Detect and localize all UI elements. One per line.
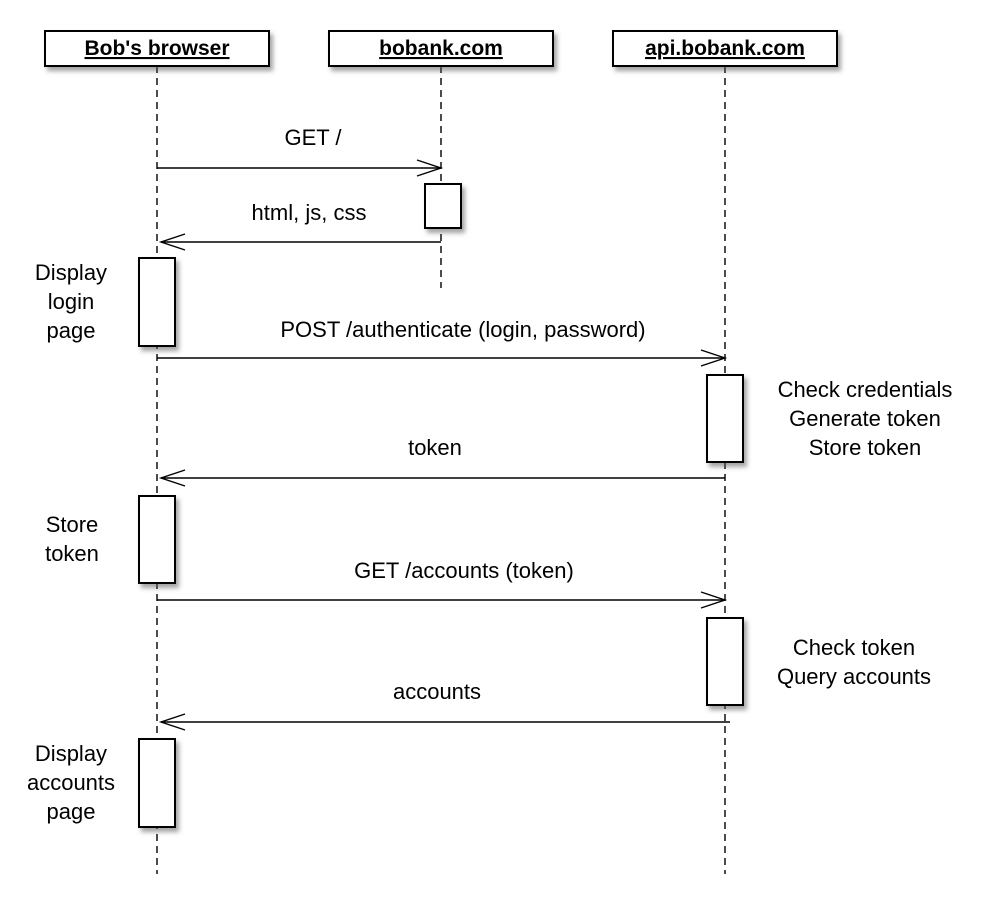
note-line: Display bbox=[35, 741, 107, 766]
message-get-accounts-label: GET /accounts (token) bbox=[354, 558, 574, 583]
note-line: Check credentials bbox=[778, 377, 953, 402]
message-accounts: accounts bbox=[158, 679, 730, 731]
note-line: accounts bbox=[27, 770, 115, 795]
message-accounts-label: accounts bbox=[393, 679, 481, 704]
note-line: Store token bbox=[809, 435, 922, 460]
activation-browser-2 bbox=[138, 495, 176, 584]
note-line: page bbox=[47, 318, 96, 343]
message-token-label: token bbox=[408, 435, 462, 460]
participant-browser: Bob's browser bbox=[44, 30, 270, 67]
note-line: login bbox=[48, 289, 94, 314]
message-get-root-label: GET / bbox=[284, 125, 342, 150]
message-authenticate: POST /authenticate (login, password) bbox=[157, 317, 728, 367]
note-check-credentials: Check credentials Generate token Store t… bbox=[778, 377, 953, 460]
participant-site-label: bobank.com bbox=[379, 37, 503, 60]
activation-api-1 bbox=[706, 374, 744, 463]
message-authenticate-label: POST /authenticate (login, password) bbox=[280, 317, 645, 342]
activation-browser-1 bbox=[138, 257, 176, 347]
note-check-token: Check token Query accounts bbox=[777, 635, 931, 689]
note-line: Check token bbox=[793, 635, 915, 660]
participant-site: bobank.com bbox=[328, 30, 554, 67]
note-line: Display bbox=[35, 260, 107, 285]
note-store-token: Store token bbox=[45, 512, 99, 566]
note-line: Store bbox=[46, 512, 99, 537]
message-token: token bbox=[158, 435, 725, 487]
note-display-login-page: Display login page bbox=[35, 260, 107, 343]
participant-api-label: api.bobank.com bbox=[645, 37, 805, 60]
activation-browser-3 bbox=[138, 738, 176, 828]
participant-api: api.bobank.com bbox=[612, 30, 838, 67]
note-line: page bbox=[47, 799, 96, 824]
activation-api-2 bbox=[706, 617, 744, 706]
message-get-accounts: GET /accounts (token) bbox=[157, 558, 728, 609]
message-assets: html, js, css bbox=[158, 200, 441, 251]
note-line: token bbox=[45, 541, 99, 566]
note-line: Query accounts bbox=[777, 664, 931, 689]
note-line: Generate token bbox=[789, 406, 941, 431]
participant-browser-label: Bob's browser bbox=[84, 37, 229, 60]
message-get-root: GET / bbox=[157, 125, 444, 177]
note-display-accounts-page: Display accounts page bbox=[27, 741, 115, 824]
message-assets-label: html, js, css bbox=[252, 200, 367, 225]
activation-site-1 bbox=[424, 183, 462, 229]
